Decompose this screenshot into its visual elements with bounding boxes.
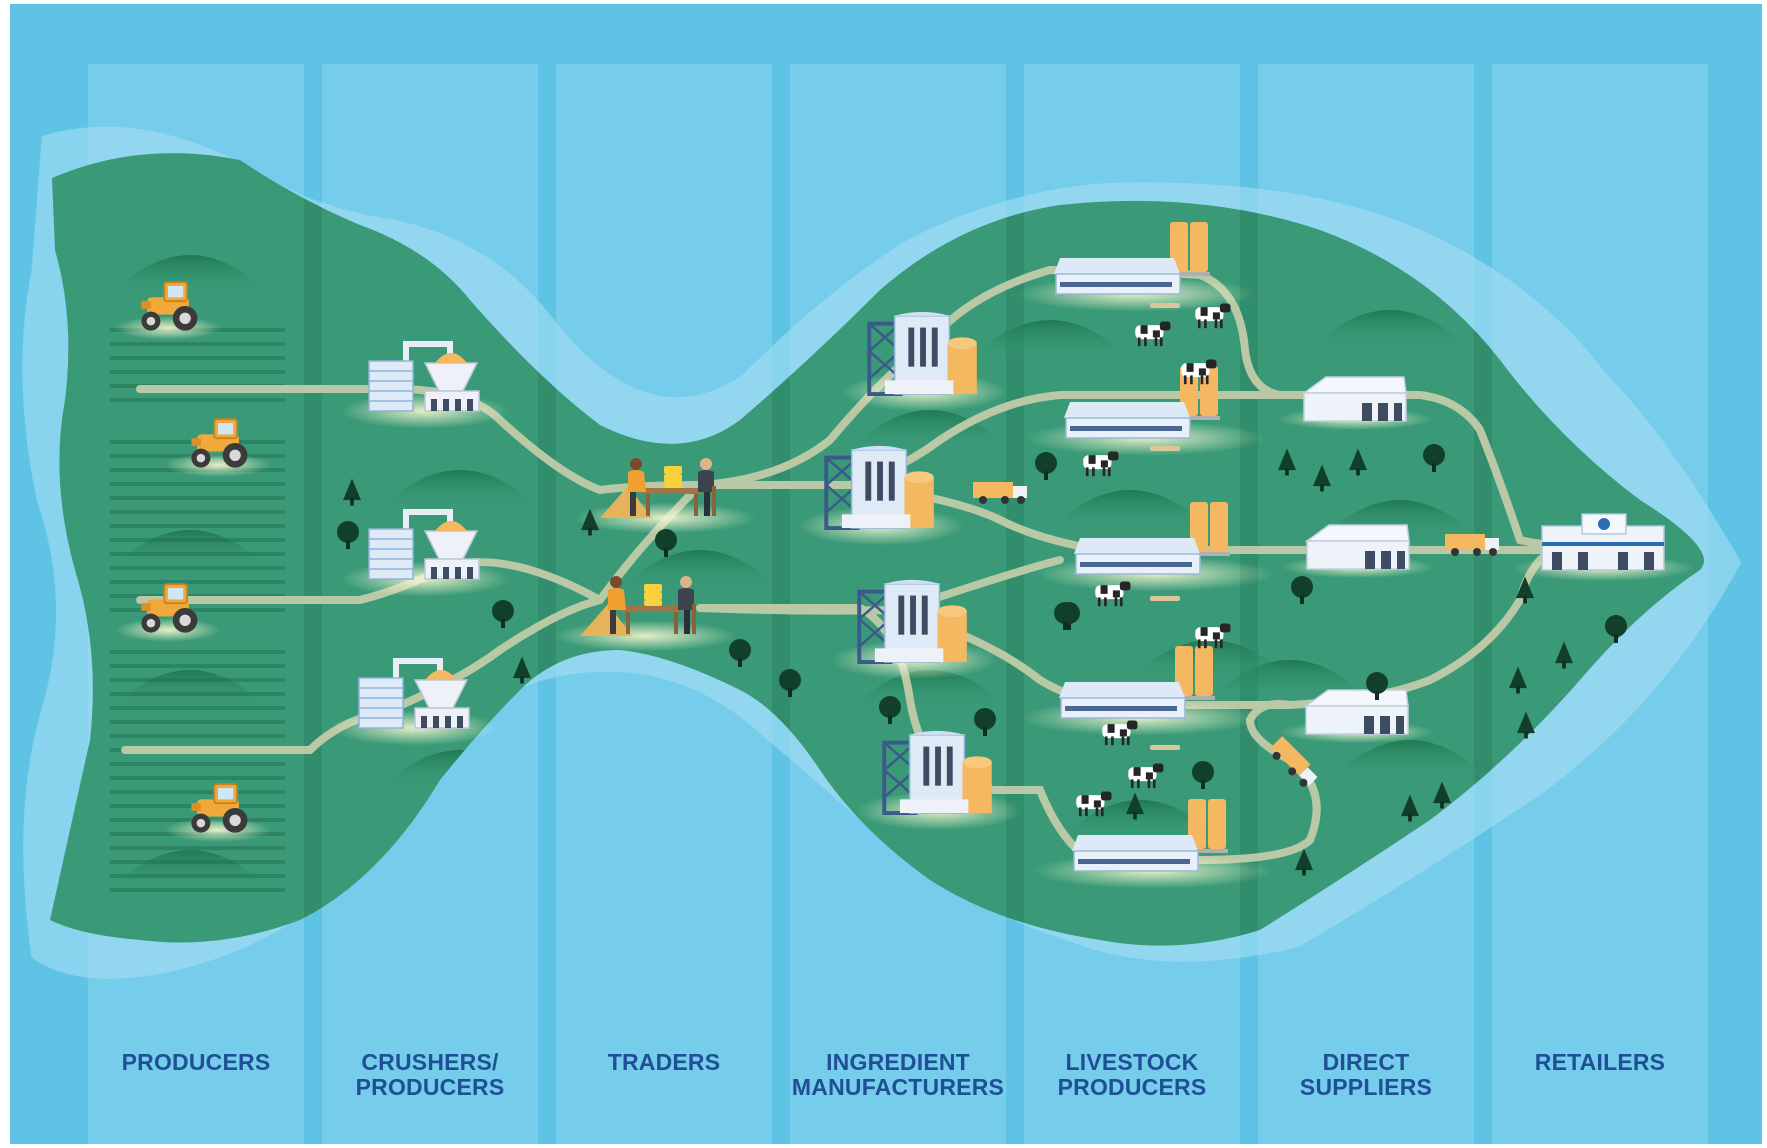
- column-label-4: INGREDIENT MANUFACTURERS: [791, 1049, 1005, 1100]
- ground-glow: [114, 618, 222, 642]
- ground-glow: [164, 453, 272, 477]
- hay-bale: [1150, 446, 1180, 451]
- warehouse-icon: [1303, 376, 1407, 422]
- hay-bale: [1150, 745, 1180, 750]
- hill: [970, 320, 1130, 360]
- column-divider: [1006, 153, 1024, 946]
- hill: [1330, 740, 1490, 780]
- scene-objects: [114, 221, 1694, 889]
- ground-glow: [114, 316, 222, 340]
- column-label-1: PRODUCERS: [121, 1049, 271, 1075]
- hill: [1050, 490, 1210, 530]
- hill: [110, 255, 270, 295]
- ground-glow: [164, 818, 272, 842]
- warehouse-icon: [1305, 689, 1409, 735]
- column-label-2: CRUSHERS/ PRODUCERS: [355, 1049, 505, 1100]
- column-divider: [1240, 153, 1258, 946]
- column-divider: [304, 153, 322, 946]
- hill: [110, 850, 270, 890]
- hill: [1310, 310, 1470, 350]
- hay-bale: [1150, 596, 1180, 601]
- hill: [110, 670, 270, 710]
- hill: [620, 550, 780, 590]
- hay-bale: [1150, 303, 1180, 308]
- hill: [110, 530, 270, 570]
- hill: [380, 470, 540, 510]
- column-label-5: LIVESTOCK PRODUCERS: [1057, 1049, 1207, 1100]
- warehouse-icon: [1306, 524, 1410, 570]
- column-label-7: RETAILERS: [1534, 1049, 1666, 1075]
- column-label-3: TRADERS: [607, 1049, 721, 1075]
- column-label-6: DIRECT SUPPLIERS: [1299, 1049, 1433, 1100]
- hill: [1060, 800, 1220, 840]
- hills: [110, 255, 1490, 892]
